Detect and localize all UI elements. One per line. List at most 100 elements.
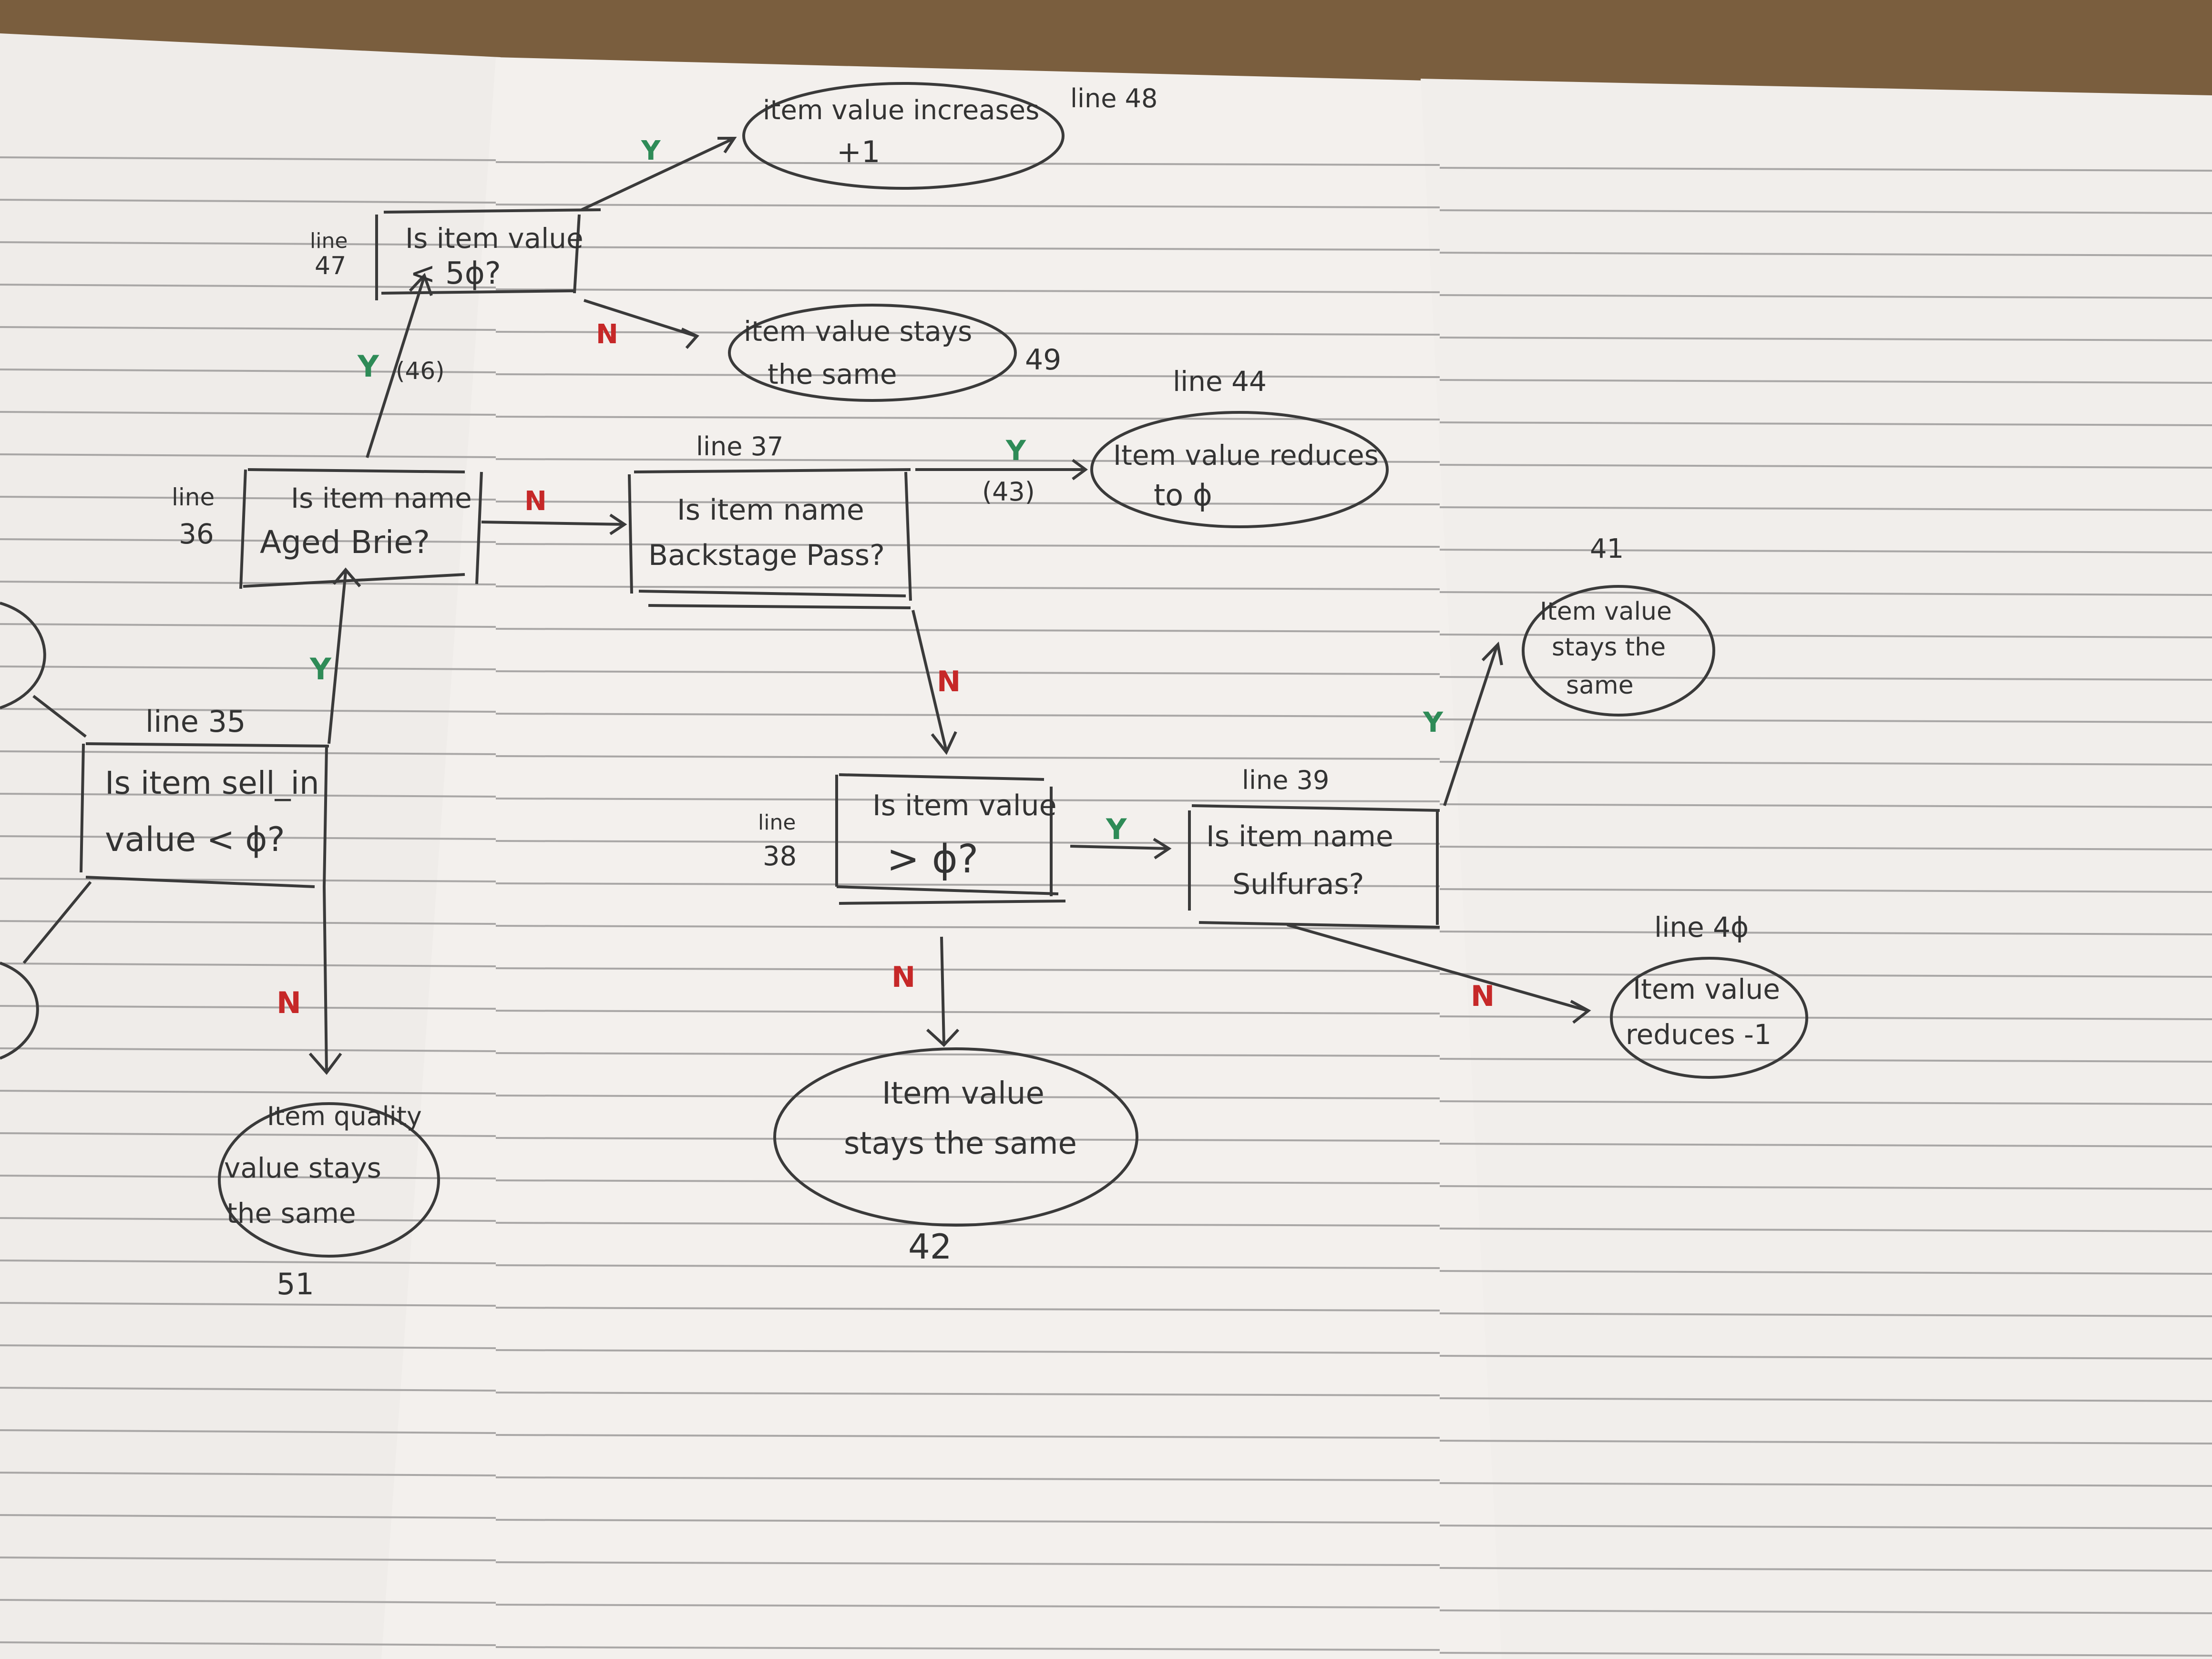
node-text: < 5ϕ? xyxy=(410,256,501,291)
decision-sell-in: line 35 Is item sell_in value < ϕ? xyxy=(80,704,329,888)
ref-label: (43) xyxy=(982,477,1035,507)
ruled-line xyxy=(0,496,496,501)
node-text: item value increases xyxy=(763,95,1039,126)
ruled-line xyxy=(0,1005,496,1010)
ruled-line xyxy=(1439,1185,2212,1190)
yes-label: Y xyxy=(641,135,661,166)
ruled-line xyxy=(0,156,496,161)
outcome-stays-49: 49 item value stays the same xyxy=(728,304,1061,402)
node-text: Is item sell_in xyxy=(105,765,319,801)
node-text: Aged Brie? xyxy=(260,524,430,561)
ruled-line xyxy=(1439,1058,2212,1063)
node-line-label: line 39 xyxy=(1242,765,1329,795)
decision-backstage: line 37 Is item name Backstage Pass? xyxy=(628,431,912,609)
ruled-line xyxy=(0,623,496,628)
ruled-line xyxy=(1439,252,2212,256)
yes-label: Y xyxy=(357,349,379,384)
ruled-line xyxy=(495,161,1440,166)
ruled-line xyxy=(495,1476,1440,1481)
ruled-line xyxy=(1439,209,2212,214)
outcome-reduces-to-zero: line 44 Item value reduces to ϕ xyxy=(1090,365,1389,528)
ruled-line xyxy=(495,501,1440,505)
ruled-line xyxy=(495,1604,1440,1608)
ruled-line xyxy=(495,458,1440,463)
ruled-line xyxy=(1439,888,2212,893)
ruled-line xyxy=(495,967,1440,972)
ruled-line xyxy=(0,411,496,416)
node-text: Is item name xyxy=(291,482,472,514)
ruled-line xyxy=(0,581,496,585)
node-line-label: line 35 xyxy=(145,704,246,739)
outcome-stays-41: 41 Item value stays the same xyxy=(1522,533,1715,717)
node-text: Item value xyxy=(882,1076,1045,1111)
ruled-line xyxy=(1439,1397,2212,1402)
no-label: N xyxy=(937,665,961,698)
no-label: N xyxy=(1471,980,1495,1013)
ruled-line xyxy=(495,1137,1440,1142)
yes-label: Y xyxy=(1005,434,1026,467)
ruled-line xyxy=(495,585,1440,590)
node-line-label: line 48 xyxy=(1070,83,1157,113)
ruled-line xyxy=(495,373,1440,378)
node-text: value < ϕ? xyxy=(105,820,285,859)
ruled-line xyxy=(0,1302,496,1307)
node-line-label: 42 xyxy=(908,1227,952,1267)
ruled-line xyxy=(0,1429,496,1434)
ruled-line xyxy=(0,1217,496,1222)
ruled-line xyxy=(1439,294,2212,299)
ruled-line xyxy=(495,670,1440,675)
ruled-line xyxy=(495,1519,1440,1524)
node-text: Is item name xyxy=(1206,820,1393,853)
ruled-line xyxy=(1439,803,2212,808)
no-label: N xyxy=(596,319,618,350)
ruled-line xyxy=(495,416,1440,420)
ruled-line xyxy=(495,1264,1440,1269)
yes-label: Y xyxy=(1106,813,1127,846)
edge-labels: Y N Y (46) N Y N Y (43) N Y N Y N xyxy=(276,135,1495,1020)
ruled-line xyxy=(495,331,1440,336)
ruled-line xyxy=(1439,506,2212,511)
ref-label: (46) xyxy=(396,357,445,385)
no-label: N xyxy=(276,985,301,1020)
ruled-line xyxy=(495,1392,1440,1396)
ruled-line xyxy=(1439,676,2212,681)
node-line-label: 51 xyxy=(276,1267,314,1301)
ruled-line xyxy=(495,1307,1440,1311)
node-line-label: line 4ϕ xyxy=(1654,911,1749,943)
ruled-line xyxy=(0,1514,496,1519)
decision-aged-brie: line 36 Is item name Aged Brie? xyxy=(172,468,483,589)
ruled-line xyxy=(1439,591,2212,596)
outcome-stays-51: 51 Item quality value stays the same xyxy=(218,1101,440,1301)
ruled-line xyxy=(0,538,496,543)
ruled-line xyxy=(0,1132,496,1137)
ruled-line xyxy=(0,1557,496,1561)
node-line-label: 38 xyxy=(763,841,797,872)
ruled-line xyxy=(495,925,1440,930)
ruled-line xyxy=(0,1599,496,1604)
ruled-line xyxy=(1439,1270,2212,1275)
ruled-line xyxy=(0,1344,496,1349)
node-text: Sulfuras? xyxy=(1232,868,1364,901)
node-text: Backstage Pass? xyxy=(648,539,885,572)
ruled-line xyxy=(0,1472,496,1476)
ruled-line xyxy=(495,1095,1440,1099)
outcome-reduces-one: line 4ϕ Item value reduces -1 xyxy=(1610,911,1808,1079)
no-label: N xyxy=(891,961,915,994)
ruled-line xyxy=(0,1387,496,1392)
node-text: the same xyxy=(768,358,897,390)
ruled-line xyxy=(1439,634,2212,638)
offpage-shapes xyxy=(0,602,46,1060)
node-text: stays the same xyxy=(844,1126,1077,1161)
ruled-line xyxy=(1439,1567,2212,1572)
ruled-line xyxy=(1439,1652,2212,1657)
ruled-line xyxy=(1439,464,2212,469)
ruled-line xyxy=(495,1010,1440,1014)
ruled-line xyxy=(0,369,496,373)
ruled-line xyxy=(0,1175,496,1179)
ruled-line xyxy=(0,241,496,246)
ruled-line xyxy=(1439,718,2212,723)
paper-sheets xyxy=(0,33,2212,1659)
ruled-line xyxy=(0,920,496,925)
flow-arrows xyxy=(22,137,1591,1075)
